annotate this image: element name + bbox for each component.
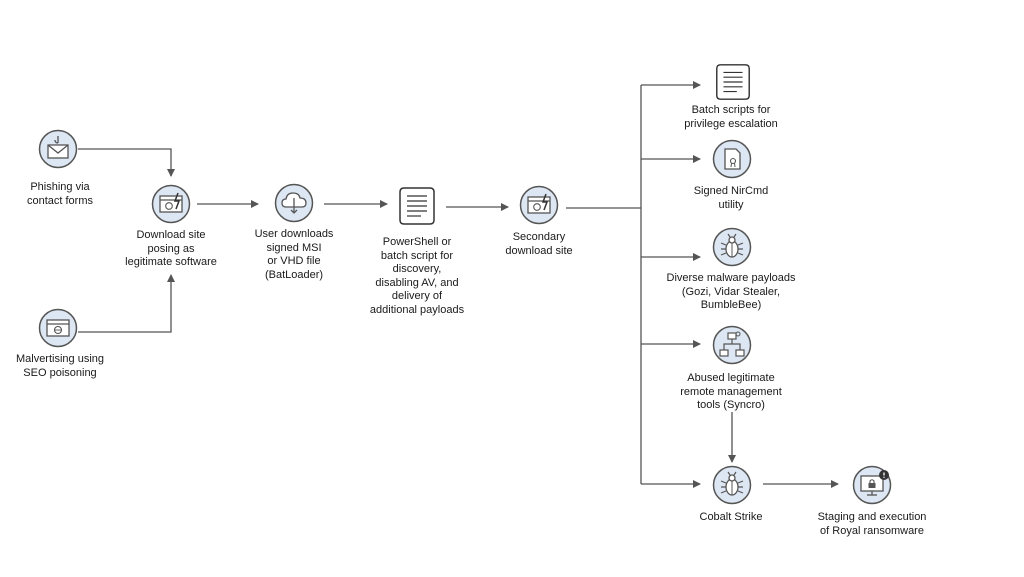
browser-malicious-icon bbox=[151, 184, 191, 224]
bug-icon bbox=[712, 227, 752, 267]
label-powershell: PowerShell or batch script for discovery… bbox=[369, 236, 465, 316]
cloud-download-icon bbox=[274, 183, 314, 223]
browser-malicious-icon bbox=[519, 185, 559, 225]
script-scroll-icon bbox=[716, 64, 750, 100]
locked-monitor-icon bbox=[852, 465, 892, 505]
label-user-downloads: User downloads signed MSI or VHD file (B… bbox=[254, 228, 334, 281]
browser-globe-icon bbox=[38, 308, 78, 348]
bug-icon bbox=[712, 465, 752, 505]
envelope-hook-icon bbox=[38, 129, 78, 169]
label-cobalt-strike: Cobalt Strike bbox=[699, 511, 763, 523]
label-remote-management: Abused legitimate remote management tool… bbox=[680, 372, 782, 411]
script-scroll-icon bbox=[399, 187, 435, 225]
label-phishing: Phishing via contact forms bbox=[26, 181, 94, 207]
signed-file-icon bbox=[712, 139, 752, 179]
edge-malvertising-to-download-site bbox=[78, 274, 175, 333]
label-batch-scripts: Batch scripts for privilege escalation bbox=[684, 104, 778, 130]
label-download-site: Download site posing as legitimate softw… bbox=[125, 229, 217, 268]
label-secondary-site: Secondary download site bbox=[505, 231, 573, 257]
label-royal-ransomware: Staging and execution of Royal ransomwar… bbox=[817, 511, 927, 537]
label-nircmd: Signed NirCmd utility bbox=[693, 185, 769, 211]
label-malware-payloads: Diverse malware payloads (Gozi, Vidar St… bbox=[666, 272, 796, 311]
edge-phishing-to-download-site bbox=[78, 148, 175, 177]
network-tools-icon bbox=[712, 325, 752, 365]
label-malvertising: Malvertising using SEO poisoning bbox=[15, 353, 105, 379]
